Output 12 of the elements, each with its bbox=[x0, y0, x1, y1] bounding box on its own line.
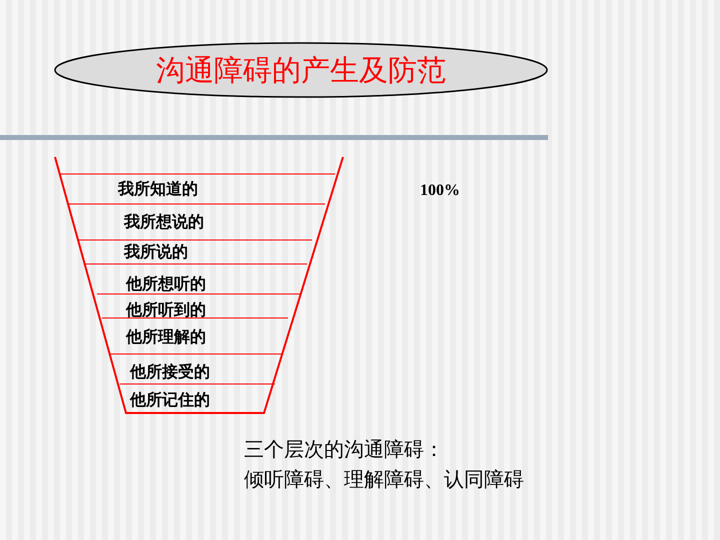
note-text: 三个层次的沟通障碍： bbox=[244, 436, 444, 462]
note-text: 倾听障碍、理解障碍、认同障碍 bbox=[244, 466, 524, 492]
layer-text: 他所想听的 bbox=[126, 274, 206, 294]
percentage-text: 100% bbox=[420, 181, 460, 201]
layer-text: 他所听到的 bbox=[126, 300, 206, 320]
layer-text: 我所说的 bbox=[124, 242, 188, 262]
layer-text: 我所想说的 bbox=[124, 212, 204, 232]
layer-text: 我所知道的 bbox=[118, 179, 198, 199]
title: 沟通障碍的产生及防范 bbox=[155, 52, 447, 88]
layer-text: 他所记住的 bbox=[130, 390, 210, 410]
layer-text: 他所理解的 bbox=[126, 327, 206, 347]
layer-text: 他所接受的 bbox=[130, 362, 210, 382]
